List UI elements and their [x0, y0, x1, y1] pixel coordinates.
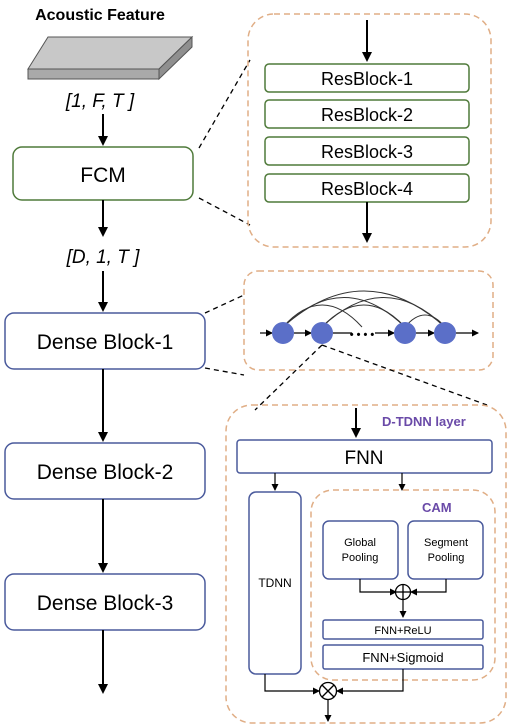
- dense-node-3: [394, 322, 416, 344]
- dtdnn-fnn-label: FNN: [344, 448, 383, 469]
- dense-node-4: [434, 322, 456, 344]
- dtdnn-title: D-TDNN layer: [382, 414, 466, 429]
- dtdnn-fnn-box: [236, 439, 493, 474]
- arrow-cam-to-multiply: [336, 669, 404, 695]
- arrow-segment-to-sum: [410, 579, 447, 596]
- dtdnn-detail-frame: [225, 404, 507, 724]
- segment-pooling-box: [407, 520, 484, 580]
- acoustic-feature-slab: [27, 35, 194, 81]
- dense-block-2-label: Dense Block-2: [37, 461, 174, 484]
- resblock-1-label: ResBlock-1: [321, 69, 413, 89]
- fcm-label: FCM: [80, 164, 126, 187]
- mid-shape-label: [D, 1, T ]: [66, 247, 141, 268]
- dense-node-2: [311, 322, 333, 344]
- global-pooling-box: [322, 520, 399, 580]
- dense-detail-frame: [243, 270, 494, 371]
- connector-fcm-bottom: [198, 197, 251, 226]
- resblock-4-label: ResBlock-4: [321, 179, 413, 199]
- connector-dense-top: [204, 294, 245, 314]
- fnn-relu-label: FNN+ReLU: [374, 625, 431, 637]
- fcm-detail-frame: [247, 13, 492, 248]
- connector-dtdnn-left: [254, 344, 323, 411]
- cam-title: CAM: [422, 500, 452, 515]
- connector-fcm-top: [198, 59, 251, 149]
- resblock-3-label: ResBlock-3: [321, 142, 413, 162]
- global-pooling-line1: Global: [344, 537, 376, 549]
- segment-pooling-line2: Pooling: [428, 552, 465, 564]
- dense-block-3: [4, 573, 206, 631]
- connector-dtdnn-right: [321, 344, 488, 406]
- resblock-3-box: [264, 136, 470, 166]
- connector-dense-bottom: [204, 367, 245, 376]
- input-title: Acoustic Feature: [35, 7, 165, 24]
- arrow-tdnn-to-multiply: [264, 674, 320, 695]
- fnn-sigmoid-label: FNN+Sigmoid: [362, 650, 443, 665]
- dense-block-1-label: Dense Block-1: [37, 331, 174, 354]
- fnn-relu-box: [322, 619, 484, 640]
- dense-ellipsis: • • • •: [350, 329, 375, 341]
- segment-pooling-line1: Segment: [424, 537, 468, 549]
- dense-block-2: [4, 442, 206, 500]
- input-shape-label: [1, F, T ]: [65, 91, 135, 112]
- resblock-2-label: ResBlock-2: [321, 105, 413, 125]
- tdnn-box: [248, 491, 302, 675]
- multiply-icon: [318, 681, 338, 701]
- arrow-global-to-sum: [359, 579, 397, 596]
- tdnn-label: TDNN: [258, 576, 291, 590]
- resblock-1-box: [264, 63, 470, 93]
- resblock-2-box: [264, 99, 470, 129]
- dense-block-3-label: Dense Block-3: [37, 592, 174, 615]
- sum-icon: [394, 583, 412, 601]
- dense-connection-arcs: [282, 290, 446, 328]
- global-pooling-line2: Pooling: [342, 552, 379, 564]
- dense-block-1: [4, 312, 206, 370]
- dense-node-1: [272, 322, 294, 344]
